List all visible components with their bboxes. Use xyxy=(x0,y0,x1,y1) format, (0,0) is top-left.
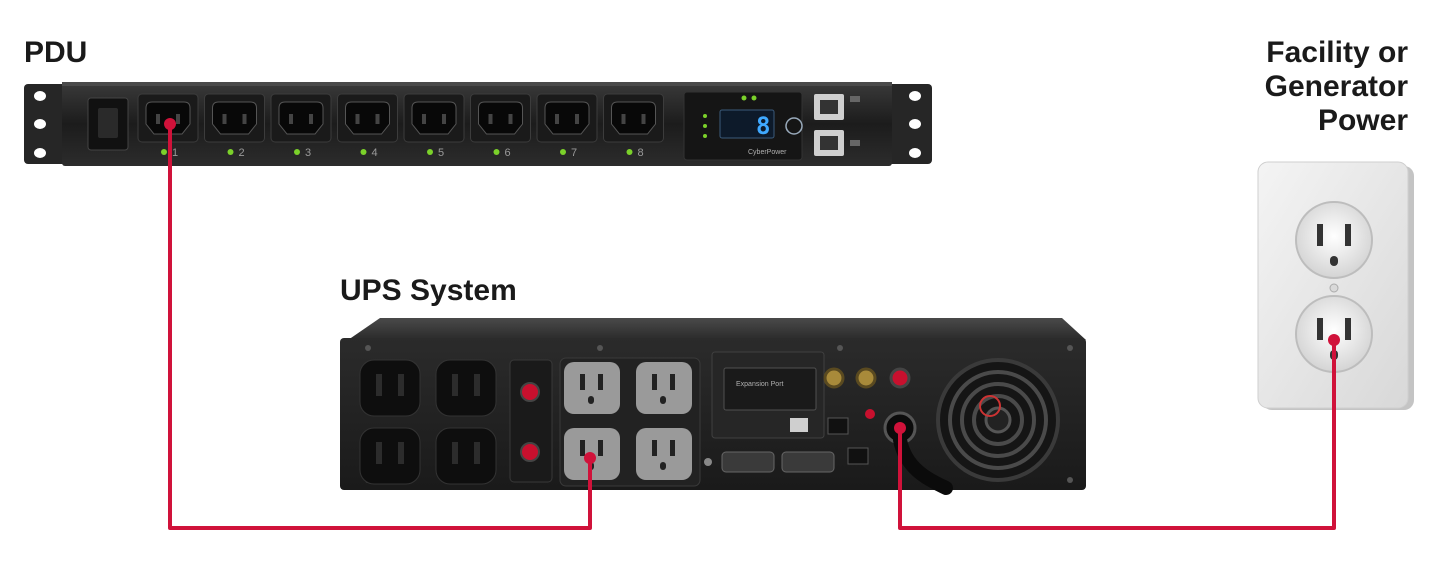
pdu-outlet-led xyxy=(493,149,500,155)
ups-serial-port-2 xyxy=(781,451,835,473)
pdu-outlet-led xyxy=(227,149,234,155)
pdu-rack-ear-left xyxy=(24,84,70,164)
pdu-outlet-number: 8 xyxy=(638,147,644,159)
pdu-outlet-number: 2 xyxy=(239,147,245,159)
wall-receptacle-top xyxy=(1295,201,1373,279)
pdu-brand-text: CyberPower xyxy=(748,149,787,156)
ups-unit: Expansion Port xyxy=(340,318,1086,495)
pdu-outlet-group: 1 2 3 4 5 6 7 8 xyxy=(137,93,664,159)
pdu-display xyxy=(719,109,775,139)
pdu-outlet-7: 7 xyxy=(536,93,598,159)
ups-battery-outlets xyxy=(359,359,497,485)
cable-group xyxy=(168,124,1336,530)
ups-breaker-2[interactable] xyxy=(520,442,540,462)
ups-expansion-port xyxy=(723,367,817,411)
pdu-display-value: 8 xyxy=(756,112,770,140)
pdu-unit: 1 2 3 4 5 6 7 8 8 CyberPower xyxy=(24,82,932,166)
pdu-outlet-8: 8 xyxy=(603,93,664,159)
pdu-outlet-4: 4 xyxy=(337,93,398,159)
pdu-label: PDU xyxy=(24,36,88,69)
ups-surge-outlets xyxy=(559,357,701,487)
cable-pdu-to-ups xyxy=(168,124,592,530)
pdu-outlet-led xyxy=(427,149,433,155)
pdu-outlet-1: 1 xyxy=(137,93,199,159)
pdu-outlet-led xyxy=(360,149,367,155)
cable-end-ups-outlet xyxy=(584,452,596,464)
cable-end-ups-input xyxy=(894,422,906,434)
pdu-outlet-2: 2 xyxy=(204,93,265,159)
pdu-outlet-led xyxy=(161,149,167,155)
ups-expansion-port-label: Expansion Port xyxy=(736,381,784,388)
ups-fan xyxy=(936,358,1060,482)
pdu-outlet-led xyxy=(294,149,300,155)
facility-label-line-1: Facility or xyxy=(1266,36,1408,69)
cable-end-pdu-outlet-1 xyxy=(164,118,176,130)
pdu-outlet-led xyxy=(626,149,633,155)
ups-serial-port-1 xyxy=(721,451,775,473)
cable-end-wall-outlet xyxy=(1328,334,1340,346)
ups-system-label: UPS System xyxy=(340,274,517,307)
pdu-outlet-number: 3 xyxy=(305,147,311,159)
pdu-outlet-number: 1 xyxy=(172,147,178,159)
ups-comm-port xyxy=(827,417,849,435)
wall-outlet xyxy=(1257,161,1414,410)
facility-label-line-2: Generator xyxy=(1264,70,1408,103)
ups-top-panel xyxy=(348,318,1086,340)
ups-usb-port xyxy=(790,418,808,432)
ups-input-breaker[interactable] xyxy=(889,367,911,389)
pdu-outlet-number: 6 xyxy=(505,147,511,159)
pdu-outlet-number: 4 xyxy=(372,147,378,159)
pdu-outlet-5: 5 xyxy=(403,93,465,159)
ups-breaker-1[interactable] xyxy=(520,382,540,402)
pdu-outlet-number: 5 xyxy=(438,147,444,159)
pdu-outlet-6: 6 xyxy=(470,93,531,159)
pdu-select-button[interactable] xyxy=(785,117,803,135)
pdu-outlet-led xyxy=(560,149,566,155)
facility-label-line-3: Power xyxy=(1317,104,1408,137)
pdu-outlet-number: 7 xyxy=(571,147,577,159)
pdu-outlet-3: 3 xyxy=(270,93,332,159)
facility-power-label: Facility or Generator Power xyxy=(1265,36,1408,138)
cable-ups-to-wall xyxy=(898,340,1336,530)
